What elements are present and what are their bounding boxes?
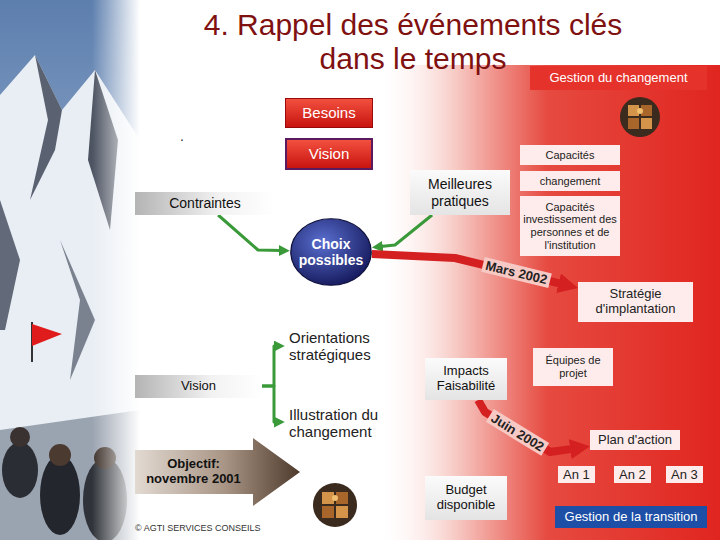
- practice-box: Meilleures pratiques: [410, 170, 510, 215]
- flow-arrow: [262, 386, 276, 422]
- edge-label: Mars 2002: [481, 258, 551, 289]
- node-text: Choix possibles: [290, 236, 372, 268]
- node-text: Budget disponible: [428, 483, 504, 513]
- node-text: Orientations stratégiques: [289, 329, 397, 364]
- note-label: © AGTI SERVICES CONSEILS: [135, 523, 261, 533]
- transition-box: Gestion de la transition: [555, 506, 707, 528]
- node-text: Équipes de projet: [535, 354, 611, 379]
- text-node: Illustration du changement: [285, 403, 400, 443]
- red-panel: [375, 65, 720, 540]
- capacity-box: Capacités: [520, 145, 620, 165]
- puzzle-icon: [313, 483, 357, 527]
- node-text: changement: [540, 175, 601, 188]
- year-label: An 1: [558, 466, 595, 483]
- node-text: Plan d'action: [598, 433, 672, 448]
- team-box: Équipes de projet: [533, 348, 613, 386]
- node-text: Stratégie d'implantation: [580, 287, 691, 317]
- node-text: Vision: [309, 145, 350, 162]
- capacity-box: Capacités investissement des personnes e…: [520, 196, 620, 256]
- node-text: Besoins: [302, 104, 355, 121]
- header-box: Gestion du changement: [530, 66, 707, 90]
- year-label: An 2: [614, 466, 651, 483]
- note-label: .: [180, 128, 184, 144]
- red-box: Vision: [285, 138, 373, 170]
- choice-circle: Choix possibles: [290, 218, 372, 286]
- node-text: Illustration du changement: [289, 406, 400, 441]
- mountain-photo: [0, 0, 140, 540]
- node-text: Gestion du changement: [549, 71, 687, 86]
- puzzle-icon: [620, 97, 660, 137]
- grey-box: Contraintes: [135, 192, 275, 215]
- flow-arrow: [262, 346, 276, 386]
- node-text: Contraintes: [169, 195, 241, 211]
- node-text: Objectif: novembre 2001: [135, 457, 252, 487]
- text-node: Orientations stratégiques: [285, 326, 397, 366]
- node-text: Meilleures pratiques: [413, 176, 507, 208]
- objective-arrow: Objectif: novembre 2001: [135, 438, 300, 506]
- node-text: Gestion de la transition: [565, 510, 698, 525]
- grey-box: Vision: [135, 375, 262, 398]
- plan-box: Plan d'action: [590, 430, 680, 450]
- year-label: An 3: [666, 466, 703, 483]
- capacity-box: changement: [520, 171, 620, 191]
- red-box: Besoins: [285, 98, 373, 128]
- node-text: Capacités investissement des personnes e…: [522, 201, 618, 252]
- node-text: Impacts Faisabilité: [428, 364, 504, 394]
- strategy-box: Stratégie d'implantation: [578, 282, 693, 322]
- budget-box: Budget disponible: [425, 476, 507, 520]
- impact-box: Impacts Faisabilité: [425, 358, 507, 400]
- flow-arrow: [381, 215, 433, 247]
- edge-label: Juin 2002: [486, 409, 549, 456]
- node-text: Capacités: [546, 149, 595, 162]
- flow-arrow: [218, 215, 281, 251]
- node-text: Vision: [181, 379, 216, 394]
